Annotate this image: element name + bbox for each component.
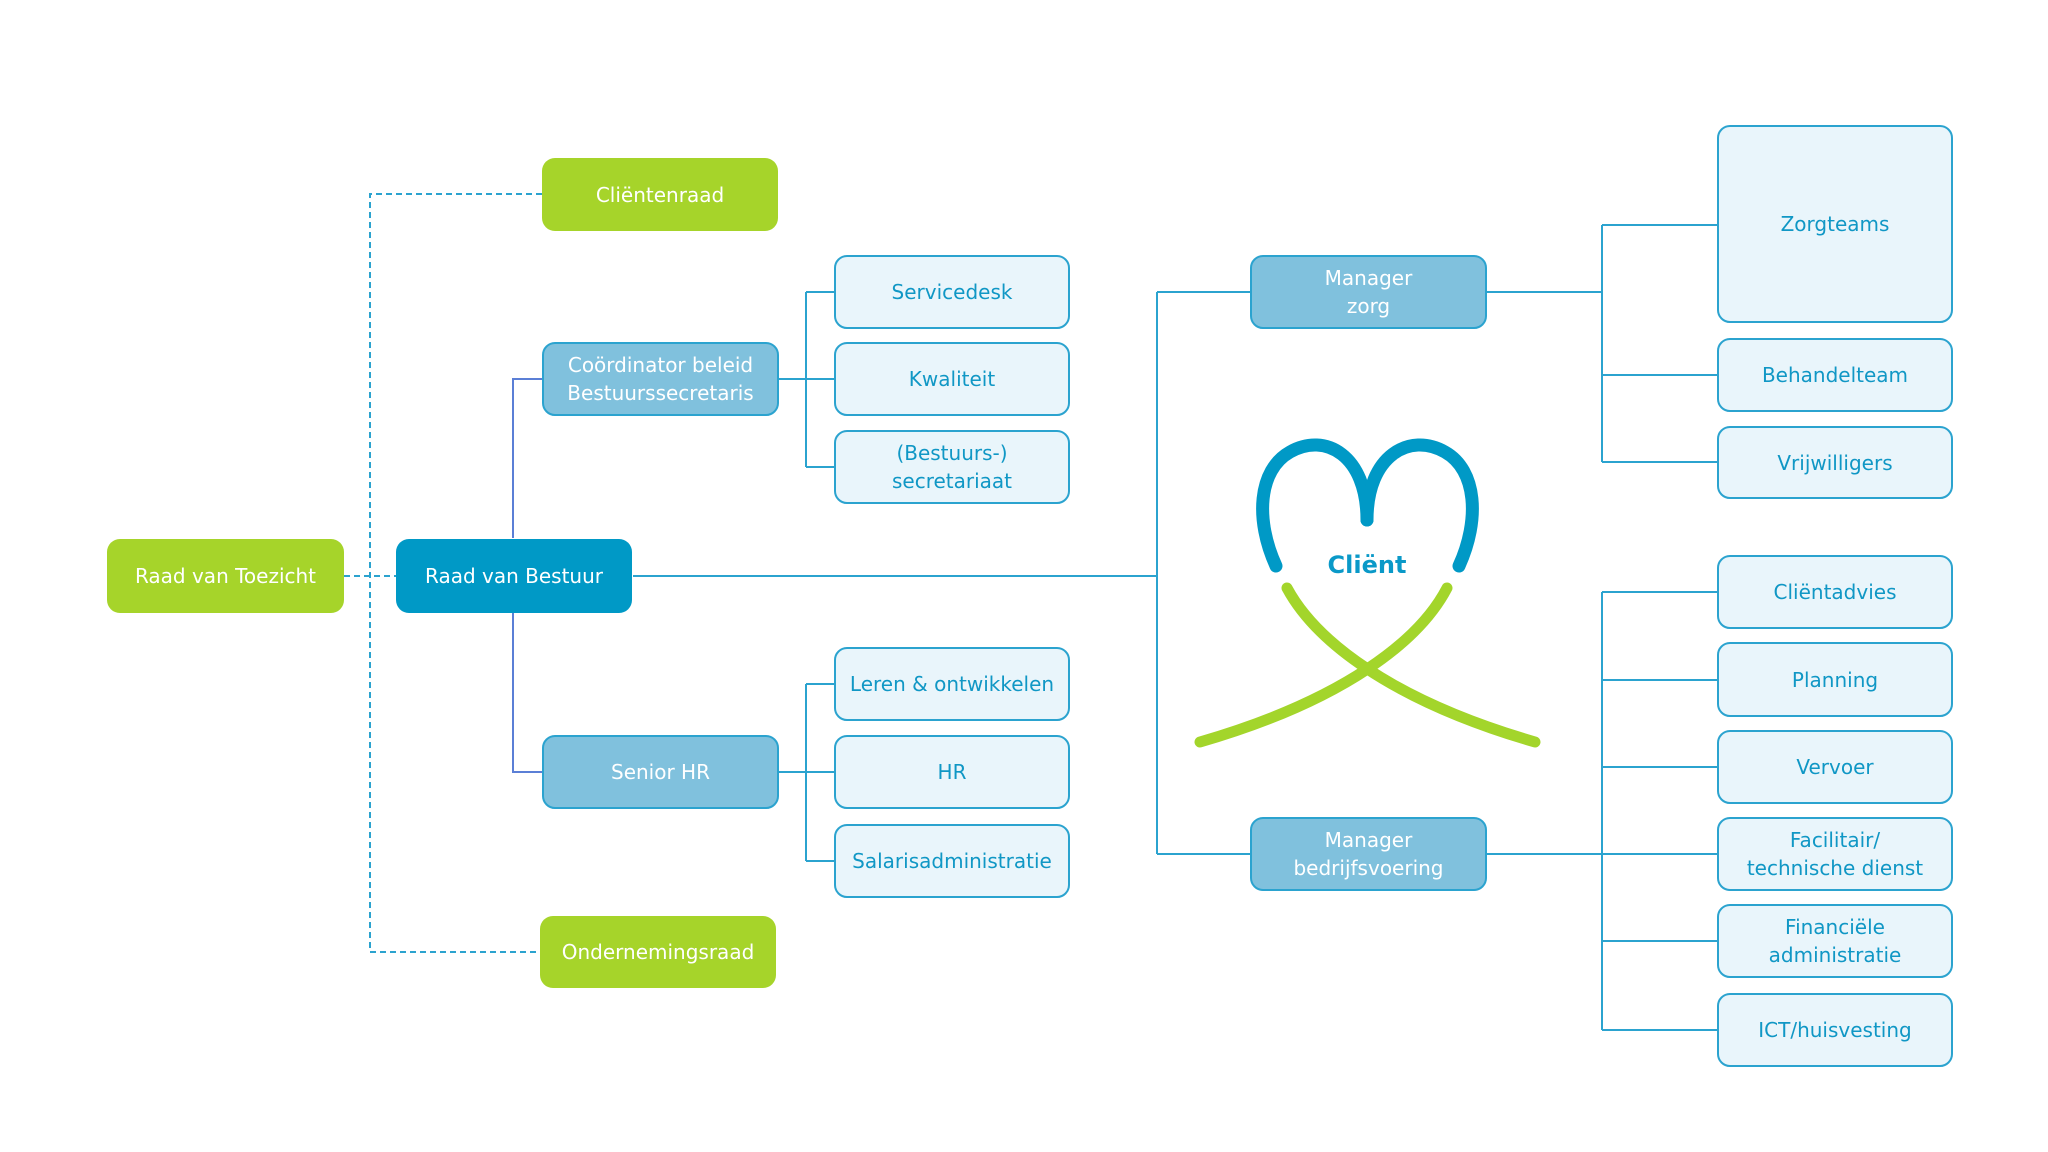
node-label: HR (937, 760, 967, 784)
node-manager-bedrijfsvoering[interactable]: Manager bedrijfsvoering (1250, 817, 1487, 891)
node-label: Raad van Bestuur (424, 564, 603, 588)
node-coordinator-beleid[interactable]: Coördinator beleid Bestuurssecretaris (542, 342, 779, 416)
node-label: Behandelteam (1761, 363, 1909, 387)
node-senior-hr[interactable]: Senior HR (542, 735, 779, 809)
node-label: Facilitair/ technische dienst (1746, 828, 1924, 880)
node-vervoer[interactable]: Vervoer (1717, 730, 1953, 804)
node-label: Zorgteams (1780, 212, 1890, 236)
node-label: Planning (1791, 667, 1879, 692)
node-leren-ontwikkelen[interactable]: Leren & ontwikkelen (834, 647, 1070, 721)
node-label: Vrijwilligers (1777, 450, 1893, 475)
node-label: Senior HR (611, 760, 710, 784)
heart-left-lobe (1256, 438, 1374, 573)
node-label: Vervoer (1796, 755, 1874, 779)
node-label: Kwaliteit (908, 367, 996, 391)
node-label: Servicedesk (891, 280, 1013, 304)
client-label: Cliënt (1327, 551, 1407, 579)
heart-ribbon-logo (1194, 438, 1541, 748)
connector-coordinator-children (779, 291, 834, 468)
node-label: Coördinator beleid Bestuurssecretaris (567, 353, 754, 405)
node-salarisadministratie[interactable]: Salarisadministratie (834, 824, 1070, 898)
node-raad-van-toezicht[interactable]: Raad van Toezicht (107, 539, 344, 613)
node-label: Cliëntenraad (595, 182, 725, 207)
node-financiele-administratie[interactable]: Financiële administratie (1717, 904, 1953, 978)
node-bestuurssecretariaat[interactable]: (Bestuurs-) secretariaat (834, 430, 1070, 504)
node-label: Manager zorg (1324, 266, 1413, 318)
node-label: Ondernemingsraad (561, 940, 755, 964)
connector-zorg-children (1487, 224, 1718, 463)
node-manager-zorg[interactable]: Manager zorg (1250, 255, 1487, 329)
node-zorgteams[interactable]: Zorgteams (1717, 125, 1953, 323)
node-hr[interactable]: HR (834, 735, 1070, 809)
node-label: Cliëntadvies (1773, 580, 1897, 604)
node-facilitair[interactable]: Facilitair/ technische dienst (1717, 817, 1953, 891)
node-label: ICT/huisvesting (1758, 1018, 1912, 1042)
node-label: Financiële administratie (1768, 915, 1902, 967)
node-label: Manager bedrijfsvoering (1293, 828, 1444, 880)
connector-clientenraad (369, 193, 542, 953)
connector-bedrijf-children (1487, 591, 1718, 1031)
node-label: Leren & ontwikkelen (849, 672, 1055, 696)
node-label: Raad van Toezicht (134, 564, 317, 588)
node-planning[interactable]: Planning (1717, 642, 1953, 717)
node-raad-van-bestuur[interactable]: Raad van Bestuur (396, 539, 632, 613)
node-ict-huisvesting[interactable]: ICT/huisvesting (1717, 993, 1953, 1067)
tree-connectors (633, 224, 1718, 1031)
node-label: Salarisadministratie (852, 849, 1052, 873)
node-clientenraad[interactable]: Cliëntenraad (542, 158, 778, 231)
heart-right-lobe (1360, 438, 1479, 573)
node-behandelteam[interactable]: Behandelteam (1717, 338, 1953, 412)
ribbon-left-strand (1281, 582, 1541, 748)
node-label: (Bestuurs-) secretariaat (891, 441, 1013, 493)
dashed-connectors (344, 193, 542, 953)
node-clientadvies[interactable]: Cliëntadvies (1717, 555, 1953, 629)
node-vrijwilligers[interactable]: Vrijwilligers (1717, 426, 1953, 499)
connector-rvb-coordinator (512, 378, 543, 538)
connector-rvb-seniorhr (512, 613, 543, 773)
staff-connectors (512, 378, 543, 773)
connector-rvb-managers (633, 291, 1251, 855)
node-servicedesk[interactable]: Servicedesk (834, 255, 1070, 329)
ribbon-right-strand (1194, 582, 1453, 748)
node-kwaliteit[interactable]: Kwaliteit (834, 342, 1070, 416)
node-ondernemingsraad[interactable]: Ondernemingsraad (540, 916, 776, 988)
connector-seniorhr-children (779, 683, 834, 862)
